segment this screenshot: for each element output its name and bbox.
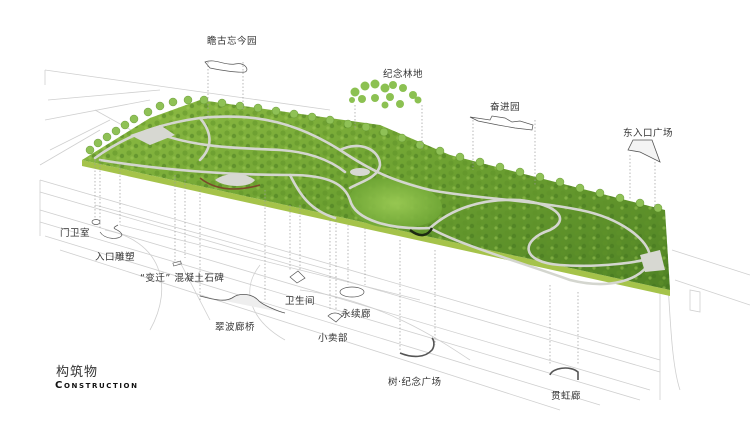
label-transition-stele: “变迁” 混凝土石碑 <box>140 273 225 284</box>
label-tree-memorial-plaza: 树·纪念广场 <box>388 377 442 388</box>
label-zhan-gu-wang-jin-garden: 瞻古忘今园 <box>207 36 258 47</box>
label-fen-jin-garden: 奋进园 <box>490 102 521 113</box>
leader-lines <box>94 62 656 365</box>
label-guard-room: 门卫室 <box>60 228 91 239</box>
label-kiosk: 小卖部 <box>318 333 349 344</box>
entrance-sculpture-icon <box>99 224 123 239</box>
restroom-icon <box>289 270 306 284</box>
east-entrance-plaza-icon <box>627 139 661 163</box>
label-east-entrance-plaza: 东入口广场 <box>623 128 674 139</box>
central-meadow <box>349 178 442 229</box>
label-memorial-forest: 纪念林地 <box>383 69 424 80</box>
yong-xu-corridor-icon <box>339 286 365 298</box>
kiosk-icon <box>327 312 343 323</box>
park-slab-edge <box>82 160 670 296</box>
section-title-cn: 构筑物 <box>56 365 99 380</box>
section-title-en: Construction <box>55 380 139 391</box>
tree-row <box>85 95 663 213</box>
label-guan-hong-corridor: 贯虹廊 <box>551 391 582 402</box>
fen-jin-garden-outline-icon <box>469 115 534 131</box>
cuibo-bridge-icon <box>199 294 286 314</box>
label-yong-xu-corridor: 永续廊 <box>341 309 372 320</box>
guan-hong-corridor-icon <box>549 367 579 380</box>
tree-memorial-plaza-icon <box>399 337 435 358</box>
bridge-structure <box>199 177 261 190</box>
paths <box>93 115 652 286</box>
label-restroom: 卫生间 <box>285 296 316 307</box>
guard-room-icon <box>91 219 101 225</box>
memorial-forest-icon <box>349 79 422 109</box>
zhan-gu-garden-outline-icon <box>204 60 248 73</box>
stele-icon <box>172 260 182 267</box>
label-entrance-sculpture: 入口雕塑 <box>95 252 136 263</box>
context-linework <box>39 69 750 411</box>
label-cuibo-bridge: 翠波廊桥 <box>215 322 256 333</box>
plazas <box>130 125 665 272</box>
